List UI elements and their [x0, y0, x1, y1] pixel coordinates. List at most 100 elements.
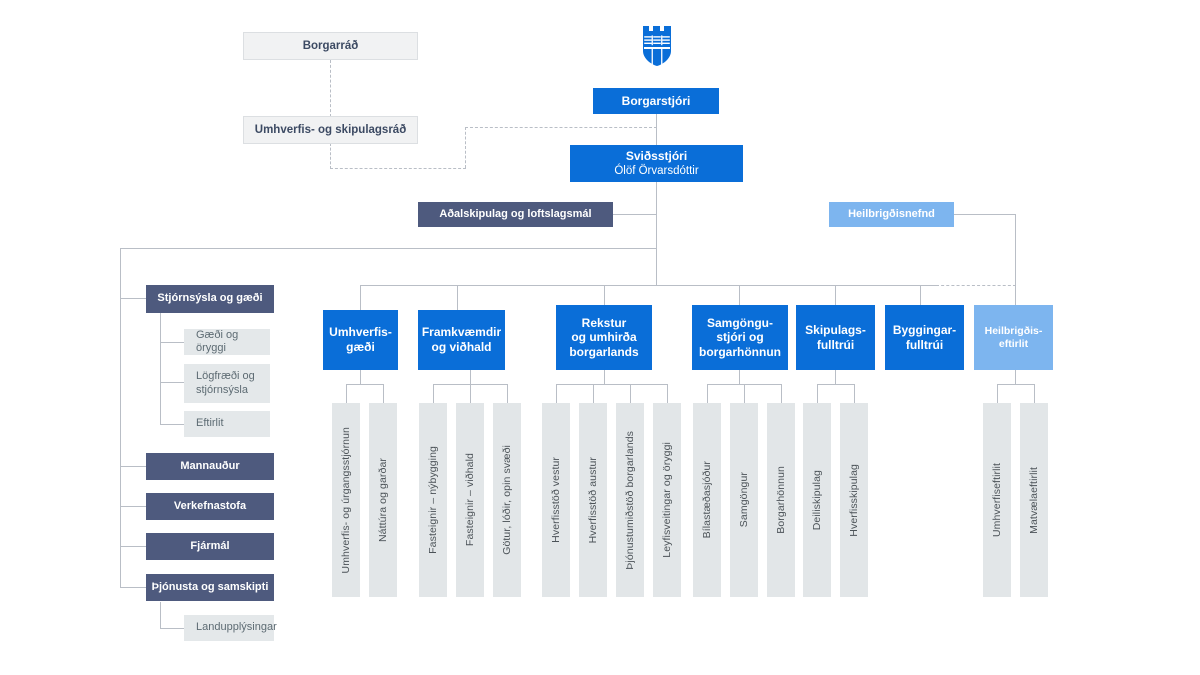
unit-bar-bilastaedasjodur[interactable]: Bílastæðasjóður: [693, 403, 721, 597]
connector-sub-stub-b0: [160, 628, 184, 629]
connector-drop-dept-4: [835, 285, 836, 310]
connector-left-stub-4: [120, 587, 146, 588]
node-dept-heilbrigdiseftirlit[interactable]: Heilbrigðis- eftirlit: [974, 305, 1053, 370]
connector-dept4-stem: [835, 370, 836, 384]
dept-3-line-0: Samgöngu-: [707, 315, 773, 330]
node-stjornsysla-og-gaedi[interactable]: Stjórnsýsla og gæði: [146, 285, 274, 313]
unit-label: Fasteignir – nýbygging: [427, 446, 439, 554]
unit-bar-samgongur[interactable]: Samgöngur: [730, 403, 758, 597]
unit-bar-hverfisstod-vestur[interactable]: Hverfisstöð vestur: [542, 403, 570, 597]
dept-5-line-0: Byggingar-: [892, 322, 957, 337]
node-fjarmal[interactable]: Fjármál: [146, 533, 274, 560]
node-dept-samgongustjori-og-borgarhonnun[interactable]: Samgöngu- stjóri og borgarhönnun: [692, 305, 788, 370]
node-dept-byggingarfulltrui[interactable]: Byggingar- fulltrúi: [885, 305, 964, 370]
connector-dept3-leg-1: [744, 384, 745, 403]
unit-bar-gotur-lodir-opin-svaedi[interactable]: Götur, lóðir, opin svæði: [493, 403, 521, 597]
connector-dept1-leg-1: [470, 384, 471, 403]
unit-bar-deiliskipulag[interactable]: Deiliskipulag: [803, 403, 831, 597]
unit-bar-leyfisveitingar-og-oryggi[interactable]: Leyfisveitingar og öryggi: [653, 403, 681, 597]
connector-dept1-leg-0: [433, 384, 434, 403]
connector-dept4-leg-0: [817, 384, 818, 403]
connector-dashed-right-v: [465, 127, 466, 168]
unit-bar-umhverfiseftirlit[interactable]: Umhverfiseftirlit: [983, 403, 1011, 597]
dept-1-line-0: Framkvæmdir: [421, 325, 502, 340]
unit-label: Matvælaeftirlit: [1028, 466, 1040, 534]
node-adalskipulag-og-loftslagsmal[interactable]: Aðalskipulag og loftslagsmál: [418, 202, 613, 227]
node-heilbrigdisnefnd-label: Heilbrigðisnefnd: [848, 207, 935, 220]
connector-drop-dept-3: [739, 285, 740, 310]
unit-label: Leyfisveitingar og öryggi: [661, 442, 673, 558]
connector-dept2-leg-1: [593, 384, 594, 403]
connector-dept0-bar: [346, 384, 383, 385]
node-fjarmal-label: Fjármál: [190, 539, 230, 552]
connector-dept2-leg-2: [630, 384, 631, 403]
unit-bar-borgarhonnun[interactable]: Borgarhönnun: [767, 403, 795, 597]
connector-dept3-leg-2: [781, 384, 782, 403]
dept-6-line-0: Heilbrigðis-: [984, 324, 1043, 337]
node-gaedi-og-oryggi[interactable]: Gæði og öryggi: [184, 329, 270, 355]
connector-left-stub-3: [120, 546, 146, 547]
unit-label: Borgarhönnun: [775, 466, 787, 534]
unit-bar-umhverfis-og-urgangsstjornun[interactable]: Umhverfis- og úrgangsstjórnun: [332, 403, 360, 597]
unit-bar-nattura-og-gardar[interactable]: Náttúra og garðar: [369, 403, 397, 597]
unit-bar-thjonustumidstod-borgarlands[interactable]: Þjónustumiðstöð borgarlands: [616, 403, 644, 597]
connector-sub-spine-a: [160, 313, 161, 424]
connector-dept2-bar: [556, 384, 667, 385]
unit-bar-hverfisskipulag[interactable]: Hverfisskipulag: [840, 403, 868, 597]
unit-bar-fasteignir-vidhald[interactable]: Fasteignir – viðhald: [456, 403, 484, 597]
node-borgarstjori[interactable]: Borgarstjóri: [593, 88, 719, 114]
unit-label: Samgöngur: [738, 472, 750, 528]
node-dept-rekstur-og-umhirda-borgarlands[interactable]: Rekstur og umhirða borgarlands: [556, 305, 652, 370]
node-svidsstjori[interactable]: Sviðsstjóri Ólöf Örvarsdóttir: [570, 145, 743, 182]
connector-left-stub-1: [120, 466, 146, 467]
node-logfraedi-og-stjornsysla[interactable]: Lögfræði og stjórnsýsla: [184, 364, 270, 403]
dept-4-line-0: Skipulags-: [805, 322, 866, 337]
connector-sub-stub-a0: [160, 342, 184, 343]
connector-sub-spine-b: [160, 602, 161, 628]
node-eftirlit[interactable]: Eftirlit: [184, 411, 270, 437]
connector-dept2-stem: [604, 370, 605, 384]
connector-bus-left: [360, 285, 656, 286]
connector-dept4-bar: [817, 384, 854, 385]
connector-heilbrigdisnefnd-h: [954, 214, 1016, 215]
unit-bar-matvaelaeftirlit[interactable]: Matvælaeftirlit: [1020, 403, 1048, 597]
connector-dept3-stem: [739, 370, 740, 384]
node-borgarstjori-label: Borgarstjóri: [621, 93, 691, 108]
node-verkefnastofa-label: Verkefnastofa: [173, 499, 247, 512]
connector-bus-right: [656, 285, 936, 286]
dept-0-line-1: gæði: [346, 340, 375, 354]
unit-label: Fasteignir – viðhald: [464, 453, 476, 547]
unit-label: Götur, lóðir, opin svæði: [501, 445, 513, 555]
connector-heilbrigdisnefnd-v: [1015, 214, 1016, 310]
node-adalskipulag-label: Aðalskipulag og loftslagsmál: [439, 207, 592, 220]
unit-label: Deiliskipulag: [811, 469, 823, 531]
node-heilbrigdisnefnd[interactable]: Heilbrigðisnefnd: [829, 202, 954, 227]
unit-bar-fasteignir-nybygging[interactable]: Fasteignir – nýbygging: [419, 403, 447, 597]
node-mannaudur[interactable]: Mannauður: [146, 453, 274, 480]
node-dept-framkvaemdir-og-vidhald[interactable]: Framkvæmdir og viðhald: [418, 310, 505, 370]
node-thjonusta-label: Þjónusta og samskipti: [151, 580, 269, 593]
connector-dept3-leg-0: [707, 384, 708, 403]
dept-2-line-0: Rekstur: [581, 315, 627, 330]
connector-dept0-leg-1: [383, 384, 384, 403]
node-borgarrad[interactable]: Borgarráð: [243, 32, 418, 60]
node-thjonusta-og-samskipti[interactable]: Þjónusta og samskipti: [146, 574, 274, 601]
node-dept-umhverfisgaedi[interactable]: Umhverfis- gæði: [323, 310, 398, 370]
node-umhverfis-og-skipulagsrad[interactable]: Umhverfis- og skipulagsráð: [243, 116, 418, 144]
connector-dept6-stem: [1015, 370, 1016, 384]
node-dept-skipulagsfulltrui[interactable]: Skipulags- fulltrúi: [796, 305, 875, 370]
node-landupplysingar[interactable]: Landupplýsingar: [184, 615, 277, 641]
connector-dashed-bottom-h: [330, 168, 466, 169]
connector-dept2-leg-3: [667, 384, 668, 403]
connector-dept1-stem: [470, 370, 471, 384]
node-mannaudur-label: Mannauður: [180, 459, 240, 472]
unit-bar-hverfisstod-austur[interactable]: Hverfisstöð austur: [579, 403, 607, 597]
connector-dept6-leg-1: [1034, 384, 1035, 403]
node-svidsstjori-title: Sviðsstjóri: [625, 149, 688, 164]
dept-3-line-2: borgarhönnun: [699, 344, 781, 359]
dept-5-line-1: fulltrúi: [905, 337, 944, 352]
unit-label: Umhverfis- og úrgangsstjórnun: [340, 426, 352, 574]
connector-left-stub-2: [120, 506, 146, 507]
node-verkefnastofa[interactable]: Verkefnastofa: [146, 493, 274, 520]
